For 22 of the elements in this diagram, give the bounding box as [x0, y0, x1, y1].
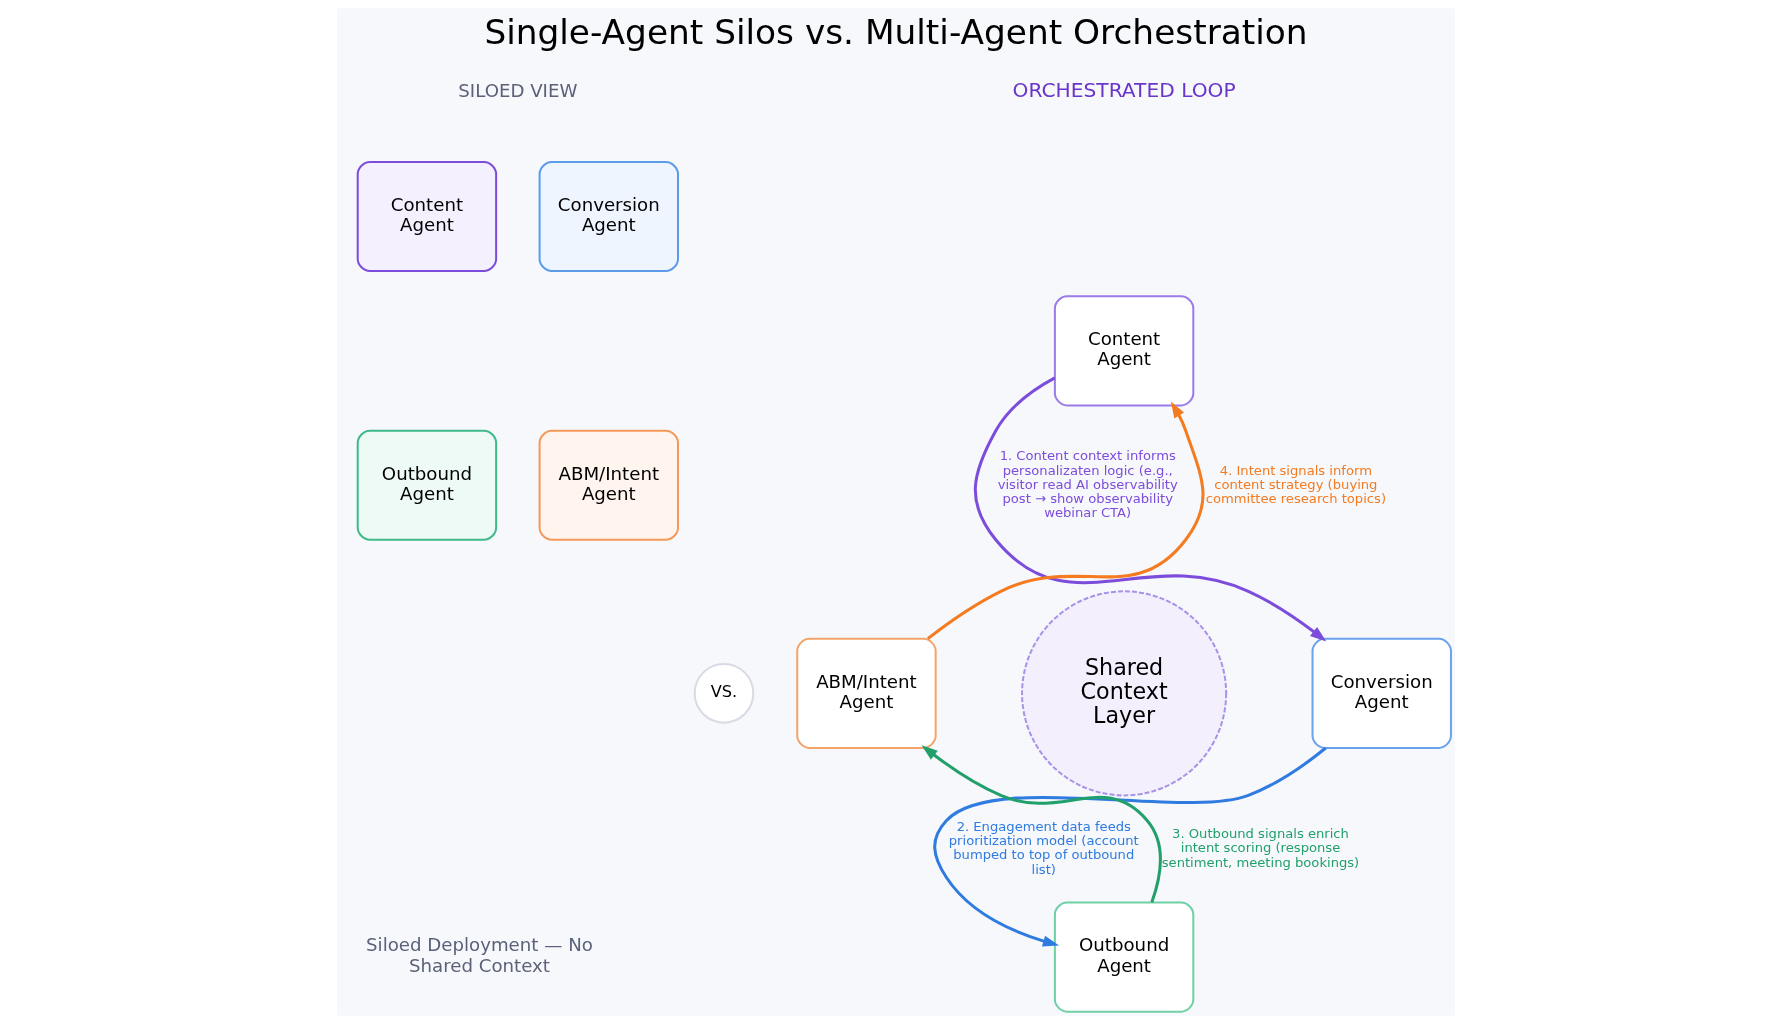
node-box: Conversion Agent: [538, 160, 679, 273]
node-box: Outbound Agent: [1053, 901, 1195, 1013]
diagram-title: Single-Agent Silos vs. Multi-Agent Orchestration: [484, 11, 1308, 52]
arrow: [921, 745, 1162, 903]
label: Siloed Deployment — No Shared Context: [366, 934, 593, 976]
arrow: [926, 401, 1205, 640]
node-box: ABM/Intent Agent: [538, 429, 679, 541]
arrow: [973, 376, 1327, 642]
node-box: Content Agent: [1053, 295, 1195, 407]
node-box: Outbound Agent: [356, 429, 498, 541]
edge-label: 4. Intent signals inform content strategy (buying committee research topics): [1205, 462, 1387, 506]
label: ORCHESTRATED LOOP: [1012, 78, 1236, 103]
edge-label: 2. Engagement data feeds prioritization model (account bumped to top of outbound list): [948, 819, 1139, 877]
node-box: Content Agent: [356, 160, 498, 273]
node-box: Conversion Agent: [1311, 637, 1452, 749]
node-circle: VS.: [693, 663, 755, 724]
arrow: [933, 746, 1327, 947]
node-box: ABM/Intent Agent: [796, 637, 937, 749]
edge-label: 1. Content context informs personalizaten logic (e.g., visitor read AI observability post → show observability webinar CTA): [997, 448, 1178, 520]
node-circle: Shared Context Layer: [1021, 590, 1228, 797]
edge-label: 3. Outbound signals enrich intent scoring (response sentiment, meeting bookings): [1161, 826, 1360, 870]
label: SILOED VIEW: [458, 79, 578, 101]
